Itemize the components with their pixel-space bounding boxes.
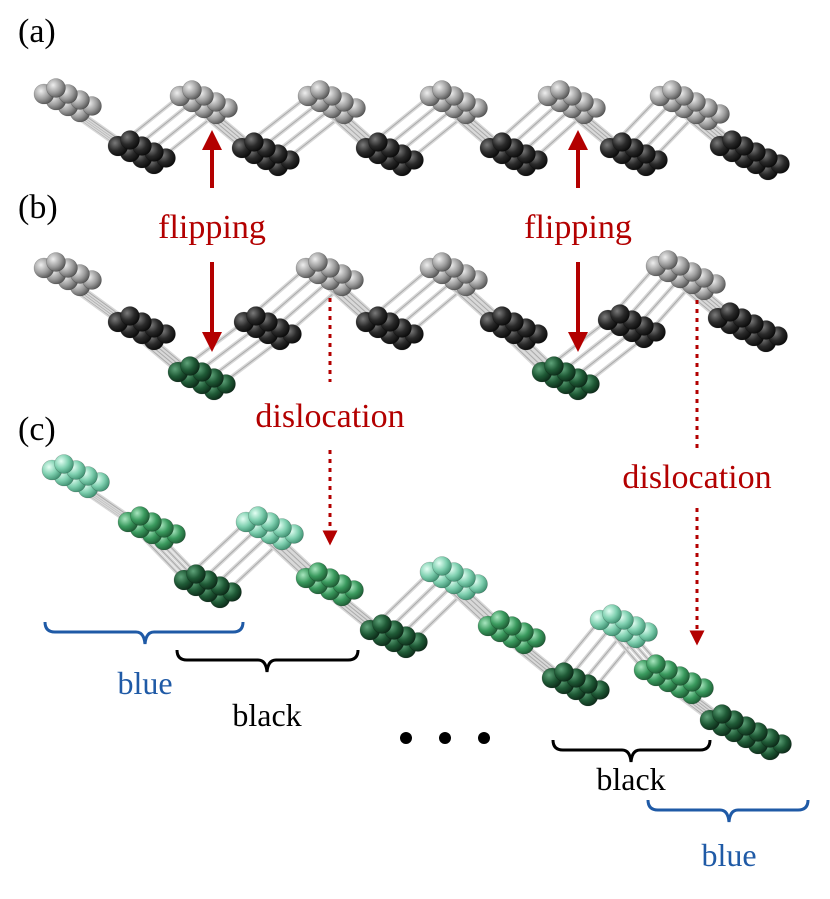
bottom-atom <box>612 132 632 152</box>
top-atom <box>308 252 328 272</box>
bottom-atom <box>372 614 392 634</box>
top-atom <box>432 252 452 272</box>
brace-black-right <box>551 739 712 763</box>
ellipsis-dot <box>478 732 490 744</box>
bottom-atom <box>720 302 740 322</box>
top-atom <box>432 80 452 100</box>
bottom-atom <box>244 132 264 152</box>
bottom-atom <box>246 306 266 326</box>
top-atom <box>46 252 66 272</box>
top-atom <box>662 80 682 100</box>
bottom-atom <box>722 130 742 150</box>
label-blue-left: blue <box>117 665 172 701</box>
top-atom <box>182 80 202 100</box>
bottom-atom <box>186 564 206 584</box>
top-atom <box>658 250 678 270</box>
bottom-atom <box>492 132 512 152</box>
bottom-atom <box>646 654 666 674</box>
top-atom <box>310 80 330 100</box>
top-atom <box>248 506 268 526</box>
structure-row-a <box>33 78 790 181</box>
brace-blue-left <box>43 621 245 645</box>
bottom-atom <box>544 356 564 376</box>
brace-black-left <box>175 649 360 673</box>
bottom-atom <box>308 562 328 582</box>
brace-blue-right <box>646 799 810 823</box>
structure-row-c <box>41 454 792 761</box>
panel-label-a: (a) <box>18 13 56 50</box>
bottom-atom <box>368 132 388 152</box>
bottom-atom <box>492 306 512 326</box>
bottom-atom <box>490 610 510 630</box>
bottom-atom <box>180 356 200 376</box>
label-black-right: black <box>596 761 665 797</box>
dislocation-label-left: dislocation <box>255 398 404 435</box>
label-blue-right: blue <box>701 837 756 873</box>
bottom-atom <box>610 304 630 324</box>
top-atom <box>54 454 74 474</box>
top-atom <box>550 80 570 100</box>
bottom-atom <box>130 506 150 526</box>
bottom-atom <box>554 662 574 682</box>
panel-label-c: (c) <box>18 411 56 448</box>
top-atom <box>46 78 66 98</box>
label-black-left: black <box>232 697 301 733</box>
bottom-atom <box>368 306 388 326</box>
flipping-label-left: flipping <box>158 209 266 246</box>
panel-label-b: (b) <box>18 189 58 226</box>
top-atom <box>602 604 622 624</box>
flipping-label-right: flipping <box>524 209 632 246</box>
ellipsis-dot <box>439 732 451 744</box>
bottom-atom <box>120 306 140 326</box>
structure-row-b <box>33 250 788 401</box>
dislocation-label-right: dislocation <box>622 459 771 496</box>
top-atom <box>432 556 452 576</box>
bottom-atom <box>120 130 140 150</box>
ellipsis-dot <box>400 732 412 744</box>
bottom-atom <box>712 704 732 724</box>
